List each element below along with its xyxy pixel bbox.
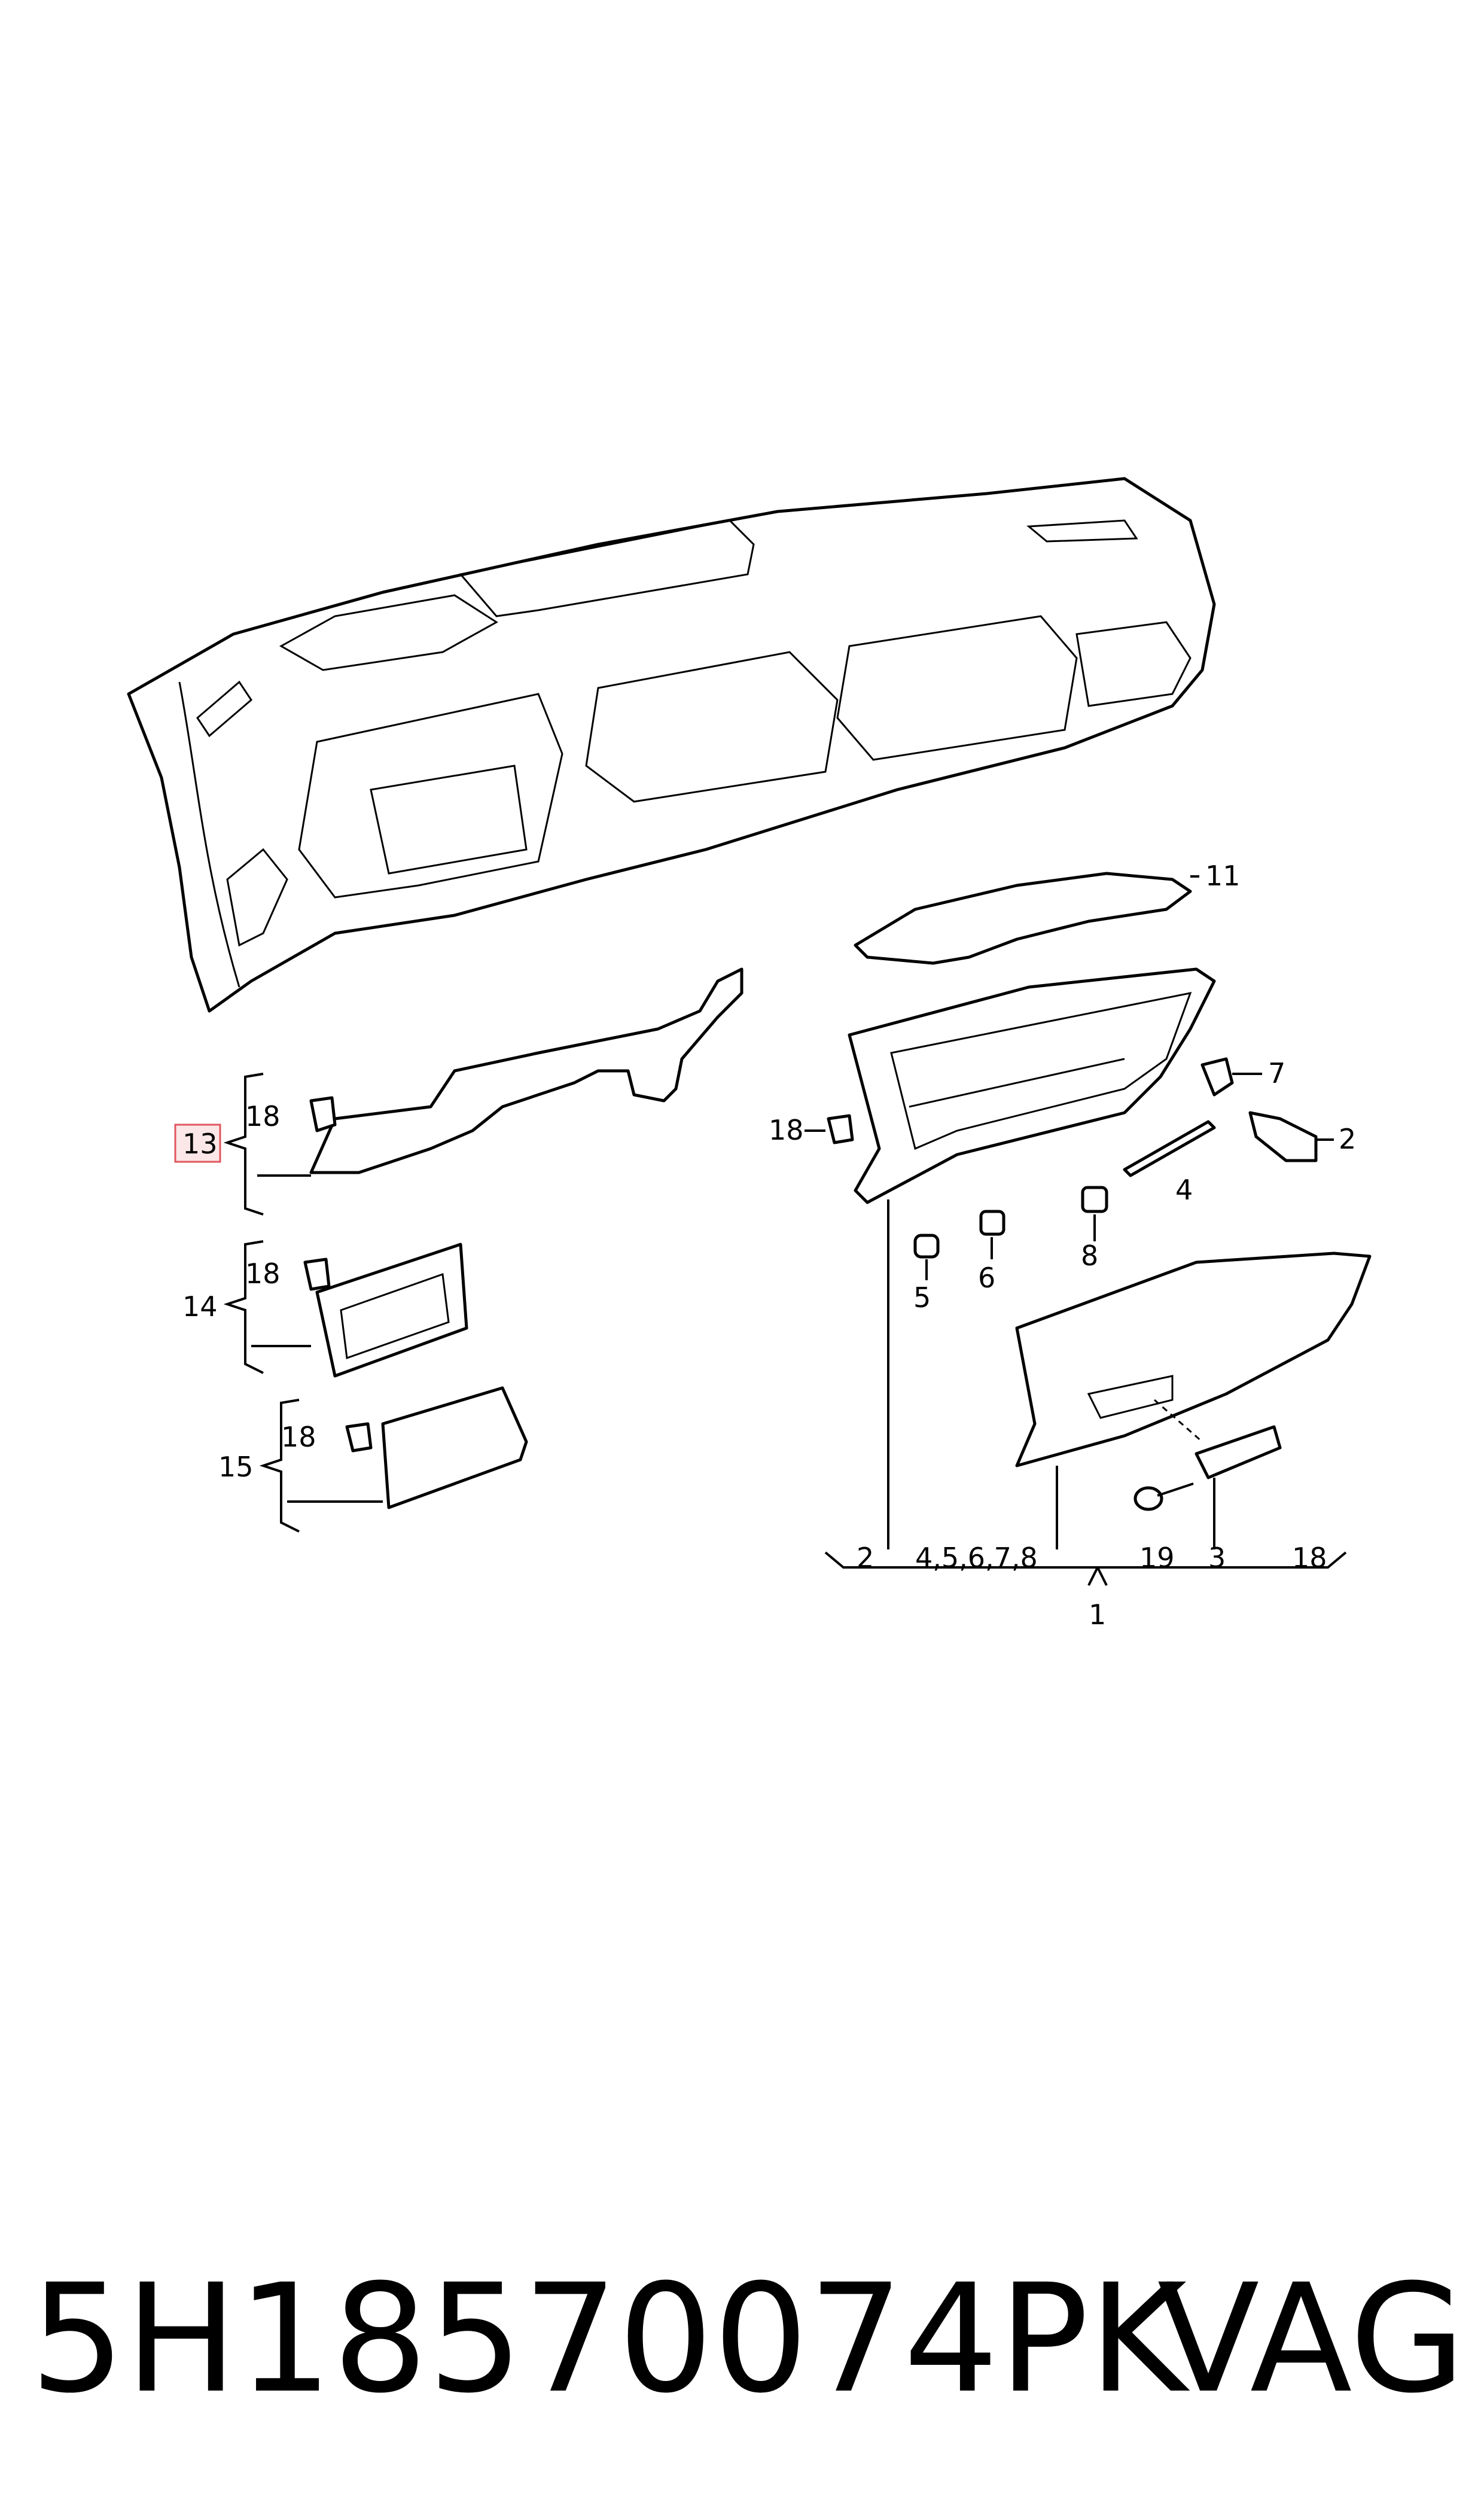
callout-18-c: 18 xyxy=(281,1421,316,1453)
callout-5: 5 xyxy=(913,1281,931,1314)
callout-18-a: 18 xyxy=(245,1100,281,1132)
brand-name: VAG xyxy=(1157,2252,1465,2426)
callout-18-d: 18 xyxy=(769,1114,804,1146)
part-13-panel xyxy=(309,967,743,1174)
clip-18-b xyxy=(303,1258,331,1291)
callout-7: 7 xyxy=(1268,1057,1285,1089)
callout-3: 3 xyxy=(1208,1542,1226,1574)
part-number: 5H18570074PK xyxy=(30,2252,1187,2426)
callout-11: 11 xyxy=(1205,860,1241,892)
part-3-handle xyxy=(1194,1425,1282,1479)
part-15-panel xyxy=(381,1386,528,1509)
callout-2-a: 2 xyxy=(857,1542,874,1574)
clip-18-a xyxy=(309,1096,337,1132)
part-11-cover xyxy=(854,872,1192,965)
clip-18-d xyxy=(827,1114,854,1144)
bracket-15 xyxy=(259,1399,383,1533)
callout-8: 8 xyxy=(1081,1240,1098,1272)
part-2-latch xyxy=(1248,1111,1318,1162)
callout-18-b: 18 xyxy=(245,1258,281,1290)
callout-1: 1 xyxy=(1089,1599,1106,1631)
callout-15: 15 xyxy=(218,1451,254,1483)
group-bracket xyxy=(824,1551,1347,1586)
callout-2-b: 2 xyxy=(1339,1123,1356,1155)
glovebox-lid xyxy=(1015,1252,1372,1467)
callout-4: 4 xyxy=(1175,1174,1193,1206)
dashboard-panel xyxy=(127,477,1216,1013)
bracket-13 xyxy=(223,1073,311,1216)
part-8-fastener xyxy=(1081,1186,1108,1241)
highlight-box-13 xyxy=(174,1123,221,1163)
callout-6: 6 xyxy=(978,1262,995,1294)
part-19-screw xyxy=(1133,1482,1194,1511)
footer: 5H18570074PK VAG xyxy=(30,2249,1465,2429)
callout-18-e: 18 xyxy=(1292,1542,1327,1574)
callout-19: 19 xyxy=(1139,1542,1175,1574)
part-5-fastener xyxy=(913,1234,940,1280)
callout-group: 4,5,6,7,8 xyxy=(915,1542,1038,1574)
clip-18-c xyxy=(345,1422,373,1453)
part-4-rod xyxy=(1123,1120,1216,1177)
bracket-14 xyxy=(223,1240,311,1374)
part-7 xyxy=(1200,1057,1234,1097)
callout-14: 14 xyxy=(182,1290,218,1323)
callout-13: 13 xyxy=(182,1128,218,1160)
part-2-frame xyxy=(848,967,1216,1204)
part-6-fastener xyxy=(979,1210,1005,1259)
part-14-frame xyxy=(315,1243,468,1378)
